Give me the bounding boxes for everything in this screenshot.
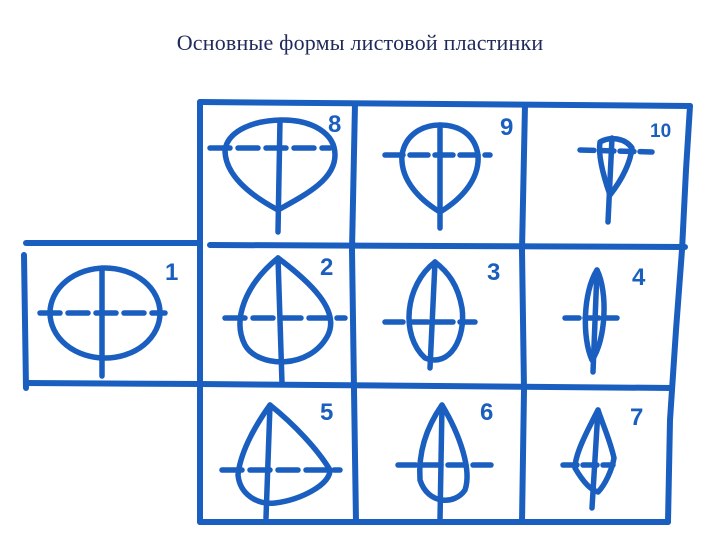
cell-number-3: 3 [487, 259, 500, 286]
cell-number-9: 9 [500, 114, 513, 141]
cell-number-7: 7 [630, 404, 643, 431]
cell-number-6: 6 [480, 399, 493, 426]
cell-number-8: 8 [328, 111, 341, 138]
grid-lines [21, 99, 693, 525]
leaf-8-obovate [207, 117, 338, 235]
leaf-10-oblanceolate [577, 135, 655, 225]
cell-number-4: 4 [632, 264, 646, 291]
page-title: Основные формы листовой пластинки [176, 30, 544, 55]
cell-number-10: 10 [650, 121, 671, 142]
cell-number-1: 1 [165, 259, 178, 286]
leaf-2-ovate [222, 255, 348, 386]
leaf-4-linear [562, 267, 620, 375]
cell-number-5: 5 [320, 399, 333, 426]
leaf-6-triangular [395, 402, 495, 523]
cell-number-2: 2 [320, 254, 333, 281]
leaf-7-rhombic [560, 407, 617, 511]
leaf-1-round [37, 265, 168, 379]
leaf-3-elliptic [382, 259, 478, 371]
leaf-9-obovate-round [382, 122, 493, 231]
leaf-5-deltoid [219, 402, 343, 521]
